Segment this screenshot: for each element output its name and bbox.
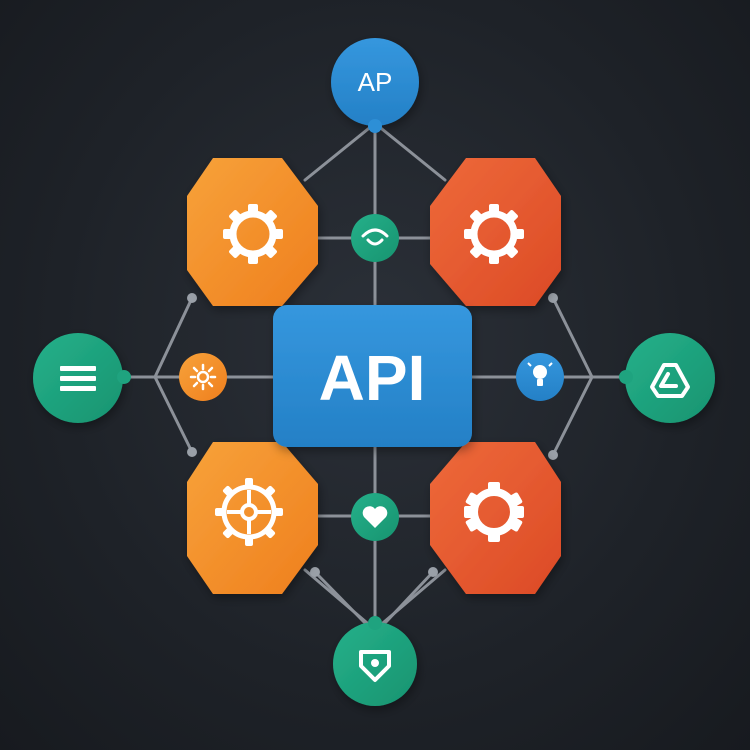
top-node[interactable]: AP (331, 38, 419, 126)
heart-icon (362, 506, 388, 528)
junction-dot (548, 293, 558, 303)
connectors (123, 123, 629, 630)
gear-icon (223, 204, 283, 264)
small-right-node[interactable] (516, 353, 564, 401)
connector-line (384, 570, 435, 624)
recycle-icon (650, 363, 690, 398)
right-node-connector-dot (619, 370, 633, 384)
connector-line (375, 123, 447, 182)
hex-top-right[interactable] (430, 158, 561, 306)
hex-bottom-left[interactable] (187, 442, 318, 594)
small-top-node[interactable] (351, 214, 399, 262)
junction-dots (187, 293, 558, 577)
sun-gear-icon (189, 363, 217, 391)
connector-line (313, 570, 366, 624)
small-bottom-node[interactable] (351, 493, 399, 541)
hex-top-left[interactable] (187, 158, 318, 306)
right-node[interactable] (625, 333, 715, 423)
junction-dot (310, 567, 320, 577)
top-node-connector-dot (368, 119, 382, 133)
eye-icon (361, 228, 389, 246)
lightbulb-icon (527, 362, 553, 386)
bottom-node[interactable] (333, 622, 417, 706)
shield-icon (359, 650, 391, 682)
left-node[interactable] (33, 333, 123, 423)
gear-icon (464, 482, 524, 542)
junction-dot (187, 447, 197, 457)
menu-icon (60, 366, 96, 391)
junction-dot (428, 567, 438, 577)
connector-line (551, 296, 594, 457)
junction-dot (187, 293, 197, 303)
connector-line (153, 296, 194, 454)
top-node-label: AP (358, 67, 393, 97)
api-center-label: API (319, 342, 426, 414)
junction-dot (548, 450, 558, 460)
wheel-gear-icon (215, 478, 283, 546)
left-node-connector-dot (117, 370, 131, 384)
small-left-node[interactable] (179, 353, 227, 401)
bottom-node-connector-dot (368, 616, 382, 630)
gear-icon (464, 204, 524, 264)
connector-line (303, 123, 375, 182)
api-center-box[interactable]: API (273, 305, 472, 447)
hex-bottom-right[interactable] (430, 442, 561, 594)
